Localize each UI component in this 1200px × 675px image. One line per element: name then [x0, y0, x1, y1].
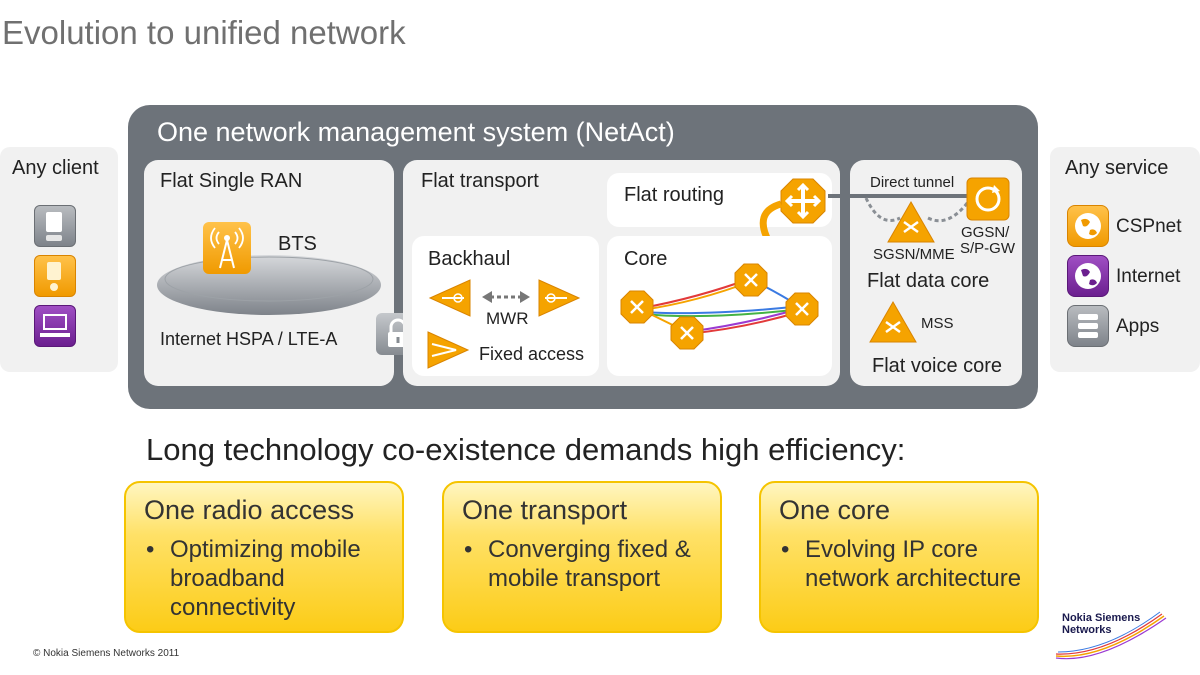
ran-coverage-disc-icon — [157, 255, 381, 315]
laptop-icon — [34, 305, 76, 347]
one-radio-access-box: One radio access • Optimizing mobile bro… — [124, 481, 404, 633]
bullet-glyph: • — [146, 536, 155, 563]
sgsn-mme-icon — [886, 200, 936, 244]
bts-antenna-icon — [203, 222, 251, 274]
core-label: Core — [624, 248, 668, 270]
mwr-left-icon — [428, 278, 472, 318]
core-router-icon — [734, 263, 768, 297]
logo-swoosh-icon — [1055, 611, 1167, 660]
box-heading: One transport — [462, 495, 628, 525]
internet-label: Internet — [1116, 266, 1181, 287]
netact-title: One network management system (NetAct) — [157, 117, 675, 147]
slide-title: Evolution to unified network — [2, 14, 406, 51]
mobile-phone-icon — [34, 205, 76, 247]
internet-globe-icon — [1067, 255, 1109, 297]
smartphone-icon — [34, 255, 76, 297]
cspnet-label: CSPnet — [1116, 216, 1182, 237]
ran-title: Flat Single RAN — [160, 170, 303, 192]
ggsn-gateway-icon — [966, 177, 1010, 221]
one-core-box: One core • Evolving IP core network arch… — [759, 481, 1039, 633]
company-logo-text: Nokia Siemens Networks — [1062, 612, 1152, 636]
flat-voice-core-label: Flat voice core — [872, 355, 1003, 377]
core-router-icon — [620, 290, 654, 324]
transport-title: Flat transport — [421, 170, 539, 192]
mss-icon — [868, 300, 918, 344]
efficiency-subtitle: Long technology co-existence demands hig… — [146, 432, 906, 467]
router-icon — [779, 177, 827, 225]
logo-line-1: Nokia Siemens — [1062, 612, 1141, 624]
bullet-glyph: • — [781, 536, 790, 563]
mwr-right-icon — [537, 278, 581, 318]
mwr-link-arrow-icon — [482, 291, 530, 303]
cspnet-globe-icon — [1067, 205, 1109, 247]
any-client-label: Any client — [12, 157, 99, 179]
apps-stack-icon — [1067, 305, 1109, 347]
any-service-panel: Any service CSPnet Internet Apps — [1050, 147, 1200, 372]
backhaul-label: Backhaul — [428, 248, 511, 270]
ran-tech-label: Internet HSPA / LTE-A — [160, 329, 338, 349]
box-heading: One radio access — [144, 495, 355, 525]
direct-tunnel-label: Direct tunnel — [870, 174, 955, 191]
box-bullet-text: Converging fixed & mobile transport — [488, 536, 691, 592]
box-bullet-text: Optimizing mobile broadband connectivity — [170, 536, 361, 621]
mss-label: MSS — [921, 315, 954, 332]
direct-tunnel-lines — [828, 194, 970, 223]
copyright-text: © Nokia Siemens Networks 2011 — [33, 648, 180, 659]
any-client-panel: Any client — [0, 147, 118, 372]
any-service-label: Any service — [1065, 157, 1169, 179]
core-router-icon — [785, 292, 819, 326]
box-bullet-text: Evolving IP core network architecture — [805, 536, 1022, 592]
flat-data-core-label: Flat data core — [867, 270, 990, 292]
fixed-access-label: Fixed access — [479, 344, 585, 364]
core-router-icon — [670, 316, 704, 350]
apps-label: Apps — [1116, 316, 1160, 337]
one-transport-box: One transport • Converging fixed & mobil… — [442, 481, 722, 633]
bts-label: BTS — [278, 233, 317, 255]
sgsn-mme-label: SGSN/MME — [873, 246, 955, 263]
flat-routing-label: Flat routing — [624, 184, 725, 206]
mwr-label: MWR — [486, 309, 529, 328]
ggsn-label: GGSN/ — [961, 224, 1010, 241]
box-heading: One core — [779, 495, 891, 525]
bullet-glyph: • — [464, 536, 473, 563]
spgw-label: S/P-GW — [960, 240, 1015, 257]
fixed-access-icon — [426, 330, 470, 370]
logo-line-2: Networks — [1062, 624, 1112, 636]
